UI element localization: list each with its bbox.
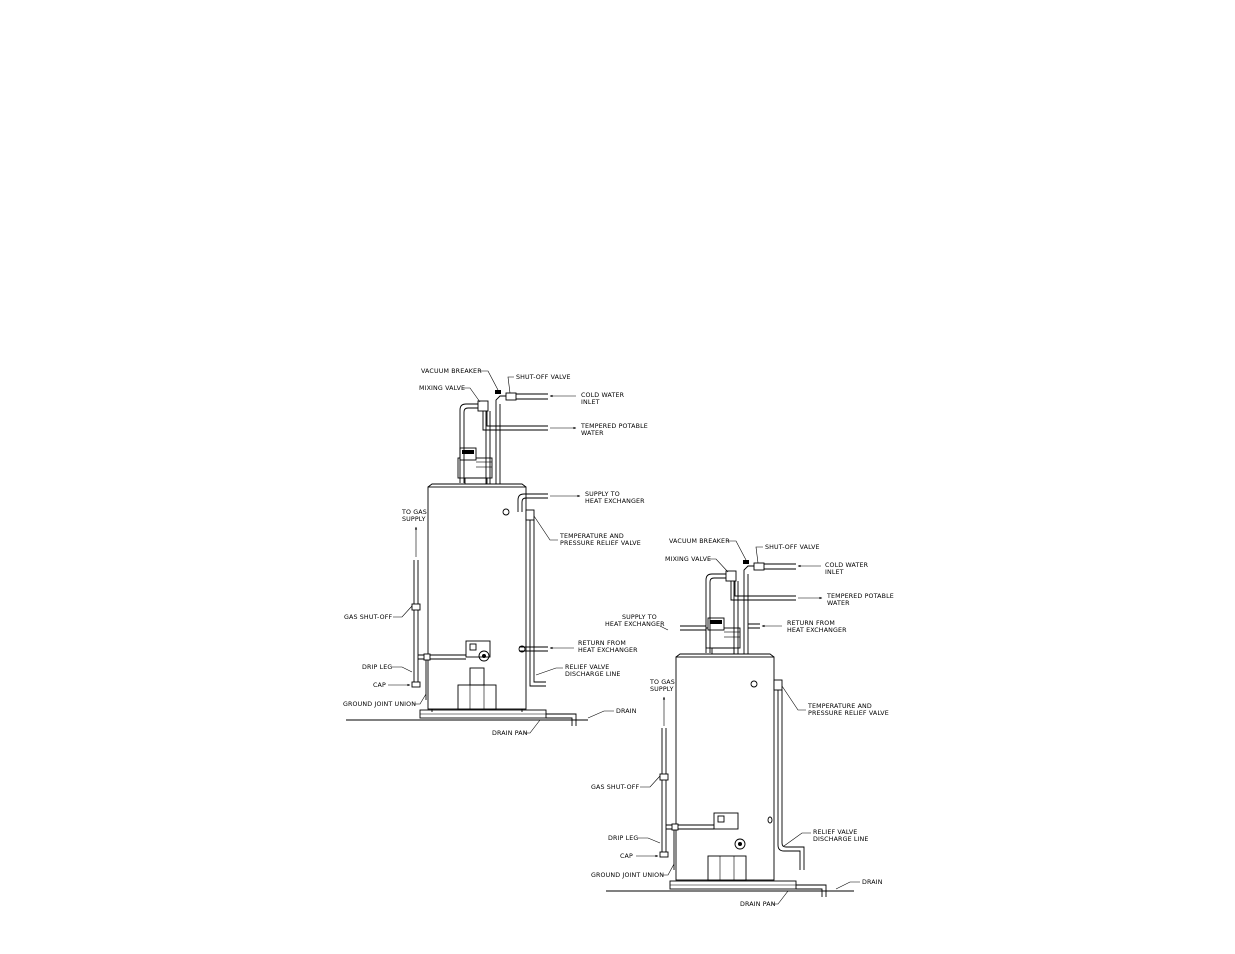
tp-relief-2 [767, 679, 805, 870]
label-cap-2: CAP [620, 853, 633, 860]
label-supply-hx-2b: HEAT EXCHANGER [605, 621, 665, 628]
label-tp-relief-1b: PRESSURE RELIEF VALVE [560, 540, 641, 547]
label-supply-hx-1a: SUPPLY TO [585, 491, 620, 498]
label-relief-discharge-2a: RELIEF VALVE [813, 829, 857, 836]
label-drain-2: DRAIN [862, 879, 883, 886]
label-tempered-potable-2b: WATER [827, 600, 850, 607]
tank-1 [427, 486, 527, 710]
label-tp-relief-2b: PRESSURE RELIEF VALVE [808, 710, 889, 717]
tank-top-2 [675, 653, 775, 658]
label-drain-1: DRAIN [616, 708, 637, 715]
label-tp-relief-2a: TEMPERATURE AND [807, 703, 872, 710]
label-relief-discharge-1a: RELIEF VALVE [565, 664, 609, 671]
supply-hx-pipe-1 [502, 493, 548, 516]
drain-pan-2 [669, 880, 797, 890]
tank-base-1 [431, 709, 523, 712]
label-tempered-potable-1b: WATER [581, 430, 604, 437]
gas-piping-1 [411, 560, 466, 700]
label-relief-discharge-1b: DISCHARGE LINE [565, 671, 621, 678]
label-cap-1: CAP [373, 682, 386, 689]
drain-pipe-1 [546, 713, 577, 726]
label-gas-shut-off-2: GAS SHUT-OFF [591, 784, 639, 791]
label-cold-water-inlet-2b: INLET [825, 569, 844, 576]
drain-pipe-2 [796, 884, 827, 897]
label-mixing-valve-1: MIXING VALVE [419, 385, 465, 392]
drain-pan-1 [419, 709, 547, 719]
label-cold-water-inlet-1a: COLD WATER [581, 392, 625, 399]
label-vacuum-breaker-1: VACUUM BREAKER [421, 368, 482, 375]
label-drip-leg-2: DRIP LEG [608, 835, 638, 842]
label-supply-hx-1b: HEAT EXCHANGER [585, 498, 645, 505]
label-return-hx-1a: RETURN FROM [578, 640, 626, 647]
mixing-piping-2 [680, 560, 796, 654]
label-return-hx-1b: HEAT EXCHANGER [578, 647, 638, 654]
label-relief-discharge-2b: DISCHARGE LINE [813, 836, 869, 843]
label-drain-pan-1: DRAIN PAN [492, 730, 528, 737]
mixing-piping-1 [459, 390, 548, 484]
tank-2 [675, 656, 775, 881]
label-tempered-potable-2a: TEMPERED POTABLE [826, 593, 894, 600]
label-ground-joint-union-2: GROUND JOINT UNION [591, 872, 664, 879]
label-tp-relief-1a: TEMPERATURE AND [559, 533, 624, 540]
label-gas-shut-off-1: GAS SHUT-OFF [344, 614, 392, 621]
blower-1 [457, 447, 493, 485]
gas-valve-2 [707, 812, 747, 881]
diagram-2: VACUUM BREAKER SHUT-OFF VALVE MIXING VAL… [591, 538, 894, 908]
label-drip-leg-1: DRIP LEG [362, 664, 392, 671]
label-vacuum-breaker-2: VACUUM BREAKER [669, 538, 730, 545]
tp-relief-1 [525, 509, 546, 687]
label-drain-pan-2: DRAIN PAN [740, 901, 776, 908]
label-to-gas-supply-1b: SUPPLY [402, 516, 426, 523]
return-hx-pipe-1 [518, 645, 548, 653]
diagram-1: VACUUM BREAKER SHUT-OFF VALVE MIXING VAL… [343, 368, 648, 737]
label-tempered-potable-1a: TEMPERED POTABLE [580, 423, 648, 430]
gas-piping-2 [659, 728, 714, 870]
tank-port-2 [750, 680, 758, 688]
label-mixing-valve-2: MIXING VALVE [665, 556, 711, 563]
blower-2 [705, 617, 741, 655]
label-shut-off-valve-1: SHUT-OFF VALVE [516, 374, 571, 381]
label-return-hx-2a: RETURN FROM [787, 620, 835, 627]
label-shut-off-valve-2: SHUT-OFF VALVE [765, 544, 820, 551]
label-to-gas-supply-1a: TO GAS [401, 509, 427, 516]
label-return-hx-2b: HEAT EXCHANGER [787, 627, 847, 634]
label-supply-hx-2a: SUPPLY TO [622, 614, 657, 621]
label-to-gas-supply-2b: SUPPLY [650, 686, 674, 693]
label-cold-water-inlet-1b: INLET [581, 399, 600, 406]
label-to-gas-supply-2a: TO GAS [649, 679, 675, 686]
gas-valve-1 [457, 640, 497, 710]
tank-top-1 [427, 483, 527, 488]
label-ground-joint-union-1: GROUND JOINT UNION [343, 701, 416, 708]
label-cold-water-inlet-2a: COLD WATER [825, 562, 869, 569]
